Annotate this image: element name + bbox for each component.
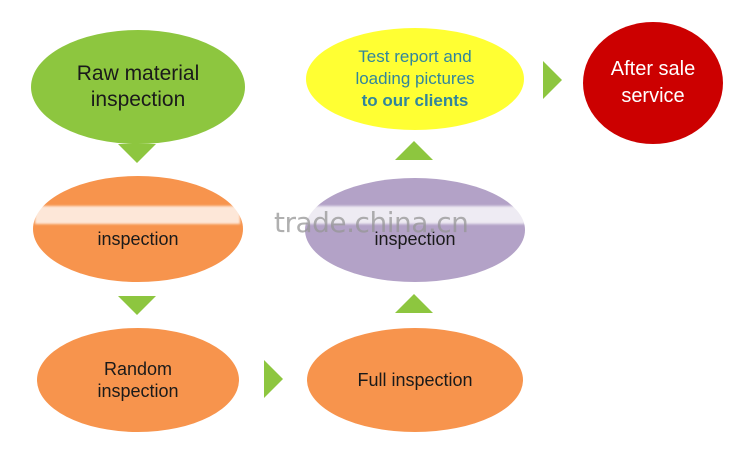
node-full-inspection: Full inspection [307, 328, 523, 432]
watermark-text: trade.china.cn [274, 206, 469, 239]
node-test-report: Test report and loading pictures to our … [306, 28, 524, 130]
node-middle-left-inspection: inspection [33, 176, 243, 282]
node-raw-material-line1: Raw material [76, 62, 200, 85]
watermark-band-right [300, 206, 525, 224]
node-random-inspection: Random inspection [37, 328, 239, 432]
node-middle-right-label: inspection [374, 229, 456, 249]
node-after-sale-line2: service [621, 85, 685, 107]
node-raw-material-line2: inspection [90, 88, 186, 111]
node-full-label: Full inspection [357, 369, 473, 390]
arrow-right-icon [264, 360, 283, 398]
arrow-up-icon [395, 141, 433, 160]
arrow-up-icon [395, 294, 433, 313]
node-random-line1: Random [103, 359, 173, 379]
arrow-right-icon [543, 61, 562, 99]
node-after-sale-service: After sale service [583, 22, 723, 144]
node-middle-left-label: inspection [97, 229, 179, 249]
node-middle-right-inspection: inspection [305, 178, 525, 282]
node-test-report-line2: loading pictures [355, 69, 475, 88]
arrow-down-icon [118, 296, 156, 315]
arrow-down-icon [118, 144, 156, 163]
node-after-sale-line1: After sale [610, 58, 696, 80]
node-test-report-line3: to our clients [361, 91, 469, 110]
node-test-report-line1: Test report and [358, 47, 472, 66]
watermark-band-left [35, 206, 240, 224]
node-random-line2: inspection [97, 381, 179, 401]
node-raw-material-inspection: Raw material inspection [31, 30, 245, 144]
